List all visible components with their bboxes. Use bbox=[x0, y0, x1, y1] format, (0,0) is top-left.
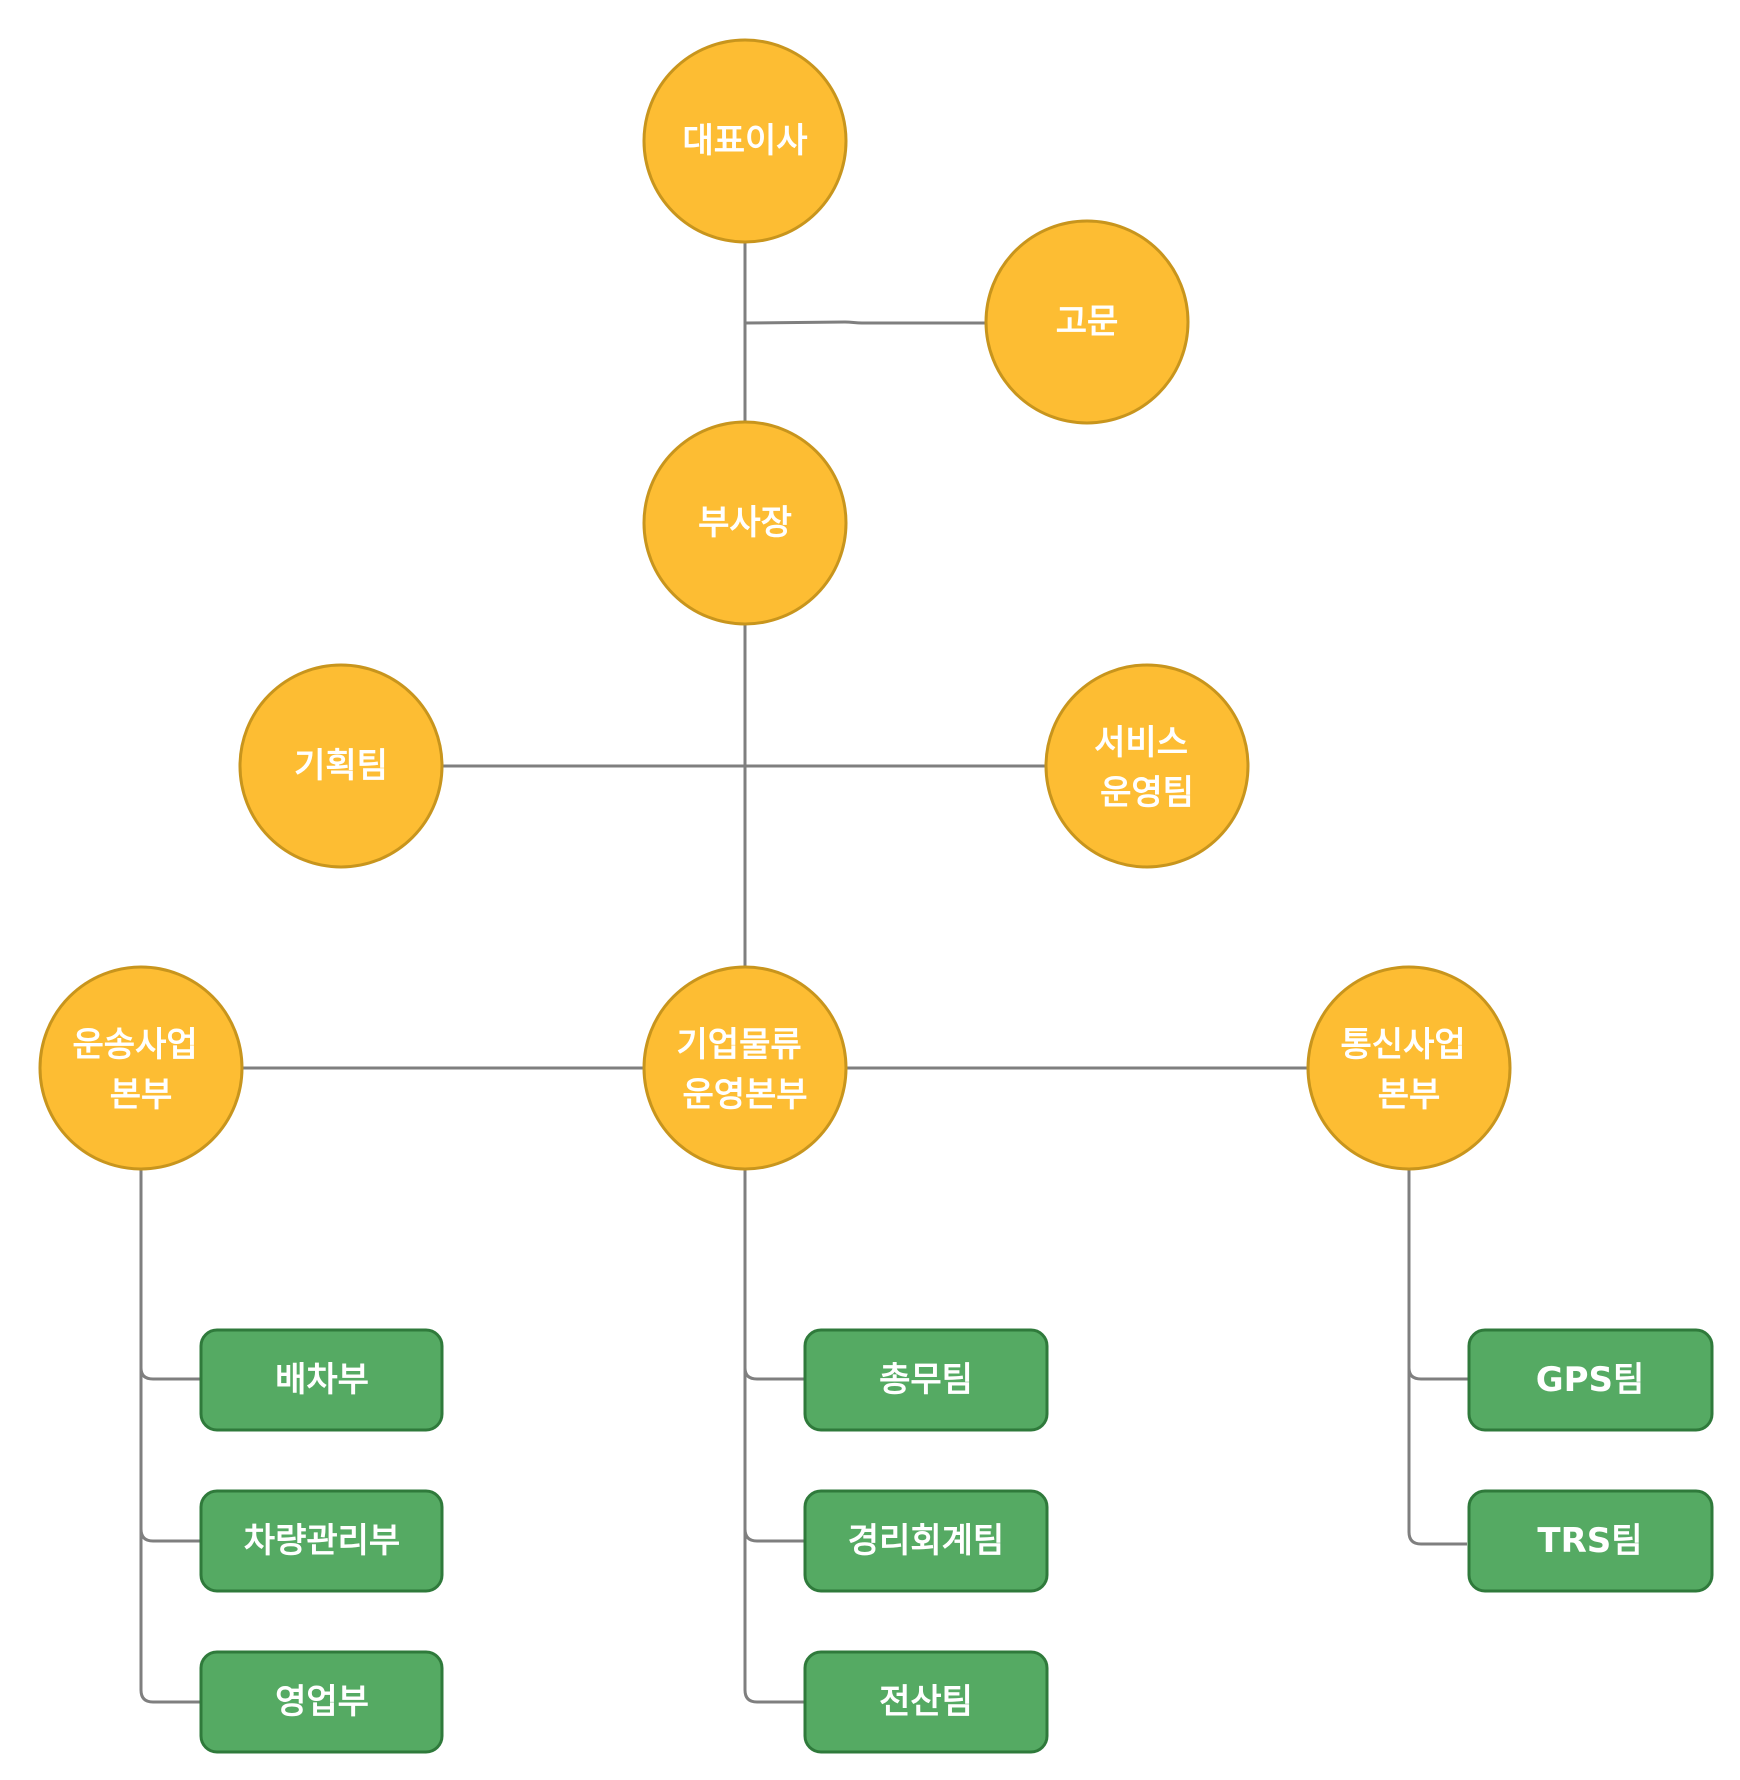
transport-division-circle bbox=[38, 965, 244, 1171]
gps-team-label: GPS팀 bbox=[1536, 1360, 1645, 1400]
it-team-label: 전산팀 bbox=[879, 1682, 973, 1722]
node-service-ops-team: 서비스 운영팀 bbox=[1044, 663, 1250, 869]
general-affairs-team-label-line-1: 총무팀 bbox=[879, 1360, 973, 1400]
transport-division-label-line-2: 본부 bbox=[110, 1075, 173, 1115]
advisor-label-line-1: 고문 bbox=[1056, 302, 1119, 342]
vice-president-label-line-1: 부사장 bbox=[698, 503, 792, 543]
node-gps-team: GPS팀 bbox=[1467, 1328, 1714, 1432]
node-accounting-team: 경리회계팀 bbox=[803, 1489, 1049, 1593]
logistics-division-label-line-2: 운영본부 bbox=[682, 1075, 807, 1115]
connectors bbox=[139, 242, 1469, 1704]
gps-team-box bbox=[1467, 1328, 1714, 1432]
telecom-division-label: 통신사업 본부 bbox=[1341, 1025, 1478, 1115]
trs-team-label-line-1: TRS팀 bbox=[1537, 1521, 1642, 1561]
accounting-team-label: 경리회계팀 bbox=[848, 1521, 1004, 1561]
accounting-team-label-line-1: 경리회계팀 bbox=[848, 1521, 1004, 1561]
node-it-team: 전산팀 bbox=[803, 1650, 1049, 1754]
dispatch-dept-label-line-1: 배차부 bbox=[275, 1360, 369, 1400]
telecom-division-label-line-2: 본부 bbox=[1378, 1075, 1441, 1115]
ceo-label: 대표이사 bbox=[682, 121, 807, 161]
logistics-division-label-line-1: 기업물류 bbox=[677, 1025, 802, 1065]
node-telecom-division: 통신사업 본부 bbox=[1306, 965, 1512, 1171]
connector-transport-subtree bbox=[139, 1168, 201, 1704]
dispatch-dept-label: 배차부 bbox=[275, 1360, 369, 1400]
vehicle-mgmt-dept-label: 차량관리부 bbox=[244, 1521, 400, 1561]
transport-division-label-line-1: 운송사업 bbox=[73, 1025, 198, 1065]
node-general-affairs-team: 총무팀 bbox=[803, 1328, 1049, 1432]
advisor-label: 고문 bbox=[1056, 302, 1119, 342]
accounting-team-box bbox=[803, 1489, 1049, 1593]
telecom-division-label-line-1: 통신사업 bbox=[1341, 1025, 1466, 1065]
service-ops-team-label-line-1: 서비스 bbox=[1094, 723, 1188, 763]
planning-team-label: 기획팀 bbox=[294, 746, 388, 786]
node-vehicle-mgmt-dept: 차량관리부 bbox=[199, 1489, 444, 1593]
connector-logistics-subtree bbox=[743, 1168, 805, 1704]
connector-advisor bbox=[744, 320, 985, 325]
vehicle-mgmt-dept-box bbox=[199, 1489, 444, 1593]
node-vice-president: 부사장 bbox=[642, 420, 848, 626]
transport-division-label: 운송사업 본부 bbox=[73, 1025, 210, 1115]
ceo-circle bbox=[642, 38, 848, 244]
planning-team-circle bbox=[238, 663, 444, 869]
sales-dept-box bbox=[199, 1650, 444, 1754]
vehicle-mgmt-dept-label-line-1: 차량관리부 bbox=[244, 1521, 400, 1561]
sales-dept-label: 영업부 bbox=[275, 1682, 369, 1722]
vice-president-circle bbox=[642, 420, 848, 626]
node-planning-team: 기획팀 bbox=[238, 663, 444, 869]
connector-telecom-subtree bbox=[1407, 1168, 1469, 1546]
it-team-box bbox=[803, 1650, 1049, 1754]
trs-team-box bbox=[1467, 1489, 1714, 1593]
dispatch-dept-box bbox=[199, 1328, 444, 1432]
node-advisor: 고문 bbox=[984, 219, 1190, 425]
general-affairs-team-label: 총무팀 bbox=[879, 1360, 973, 1400]
logistics-division-label: 기업물류 운영본부 bbox=[677, 1025, 814, 1115]
ceo-label-line-1: 대표이사 bbox=[682, 121, 807, 161]
general-affairs-team-box bbox=[803, 1328, 1049, 1432]
node-sales-dept: 영업부 bbox=[199, 1650, 444, 1754]
service-ops-team-label-line-2: 운영팀 bbox=[1100, 773, 1194, 813]
service-ops-team-circle bbox=[1044, 663, 1250, 869]
logistics-division-circle bbox=[642, 965, 848, 1171]
node-trs-team: TRS팀 bbox=[1467, 1489, 1714, 1593]
node-transport-division: 운송사업 본부 bbox=[38, 965, 244, 1171]
node-dispatch-dept: 배차부 bbox=[199, 1328, 444, 1432]
it-team-label-line-1: 전산팀 bbox=[879, 1682, 973, 1722]
sales-dept-label-line-1: 영업부 bbox=[275, 1682, 369, 1722]
vice-president-label: 부사장 bbox=[698, 503, 792, 543]
node-logistics-division: 기업물류 운영본부 bbox=[642, 965, 848, 1171]
planning-team-label-line-1: 기획팀 bbox=[294, 746, 388, 786]
advisor-circle bbox=[984, 219, 1190, 425]
service-ops-team-label: 서비스 운영팀 bbox=[1094, 723, 1200, 813]
node-ceo: 대표이사 bbox=[642, 38, 848, 244]
telecom-division-circle bbox=[1306, 965, 1512, 1171]
trs-team-label: TRS팀 bbox=[1537, 1521, 1642, 1561]
gps-team-label-line-1: GPS팀 bbox=[1536, 1360, 1645, 1400]
